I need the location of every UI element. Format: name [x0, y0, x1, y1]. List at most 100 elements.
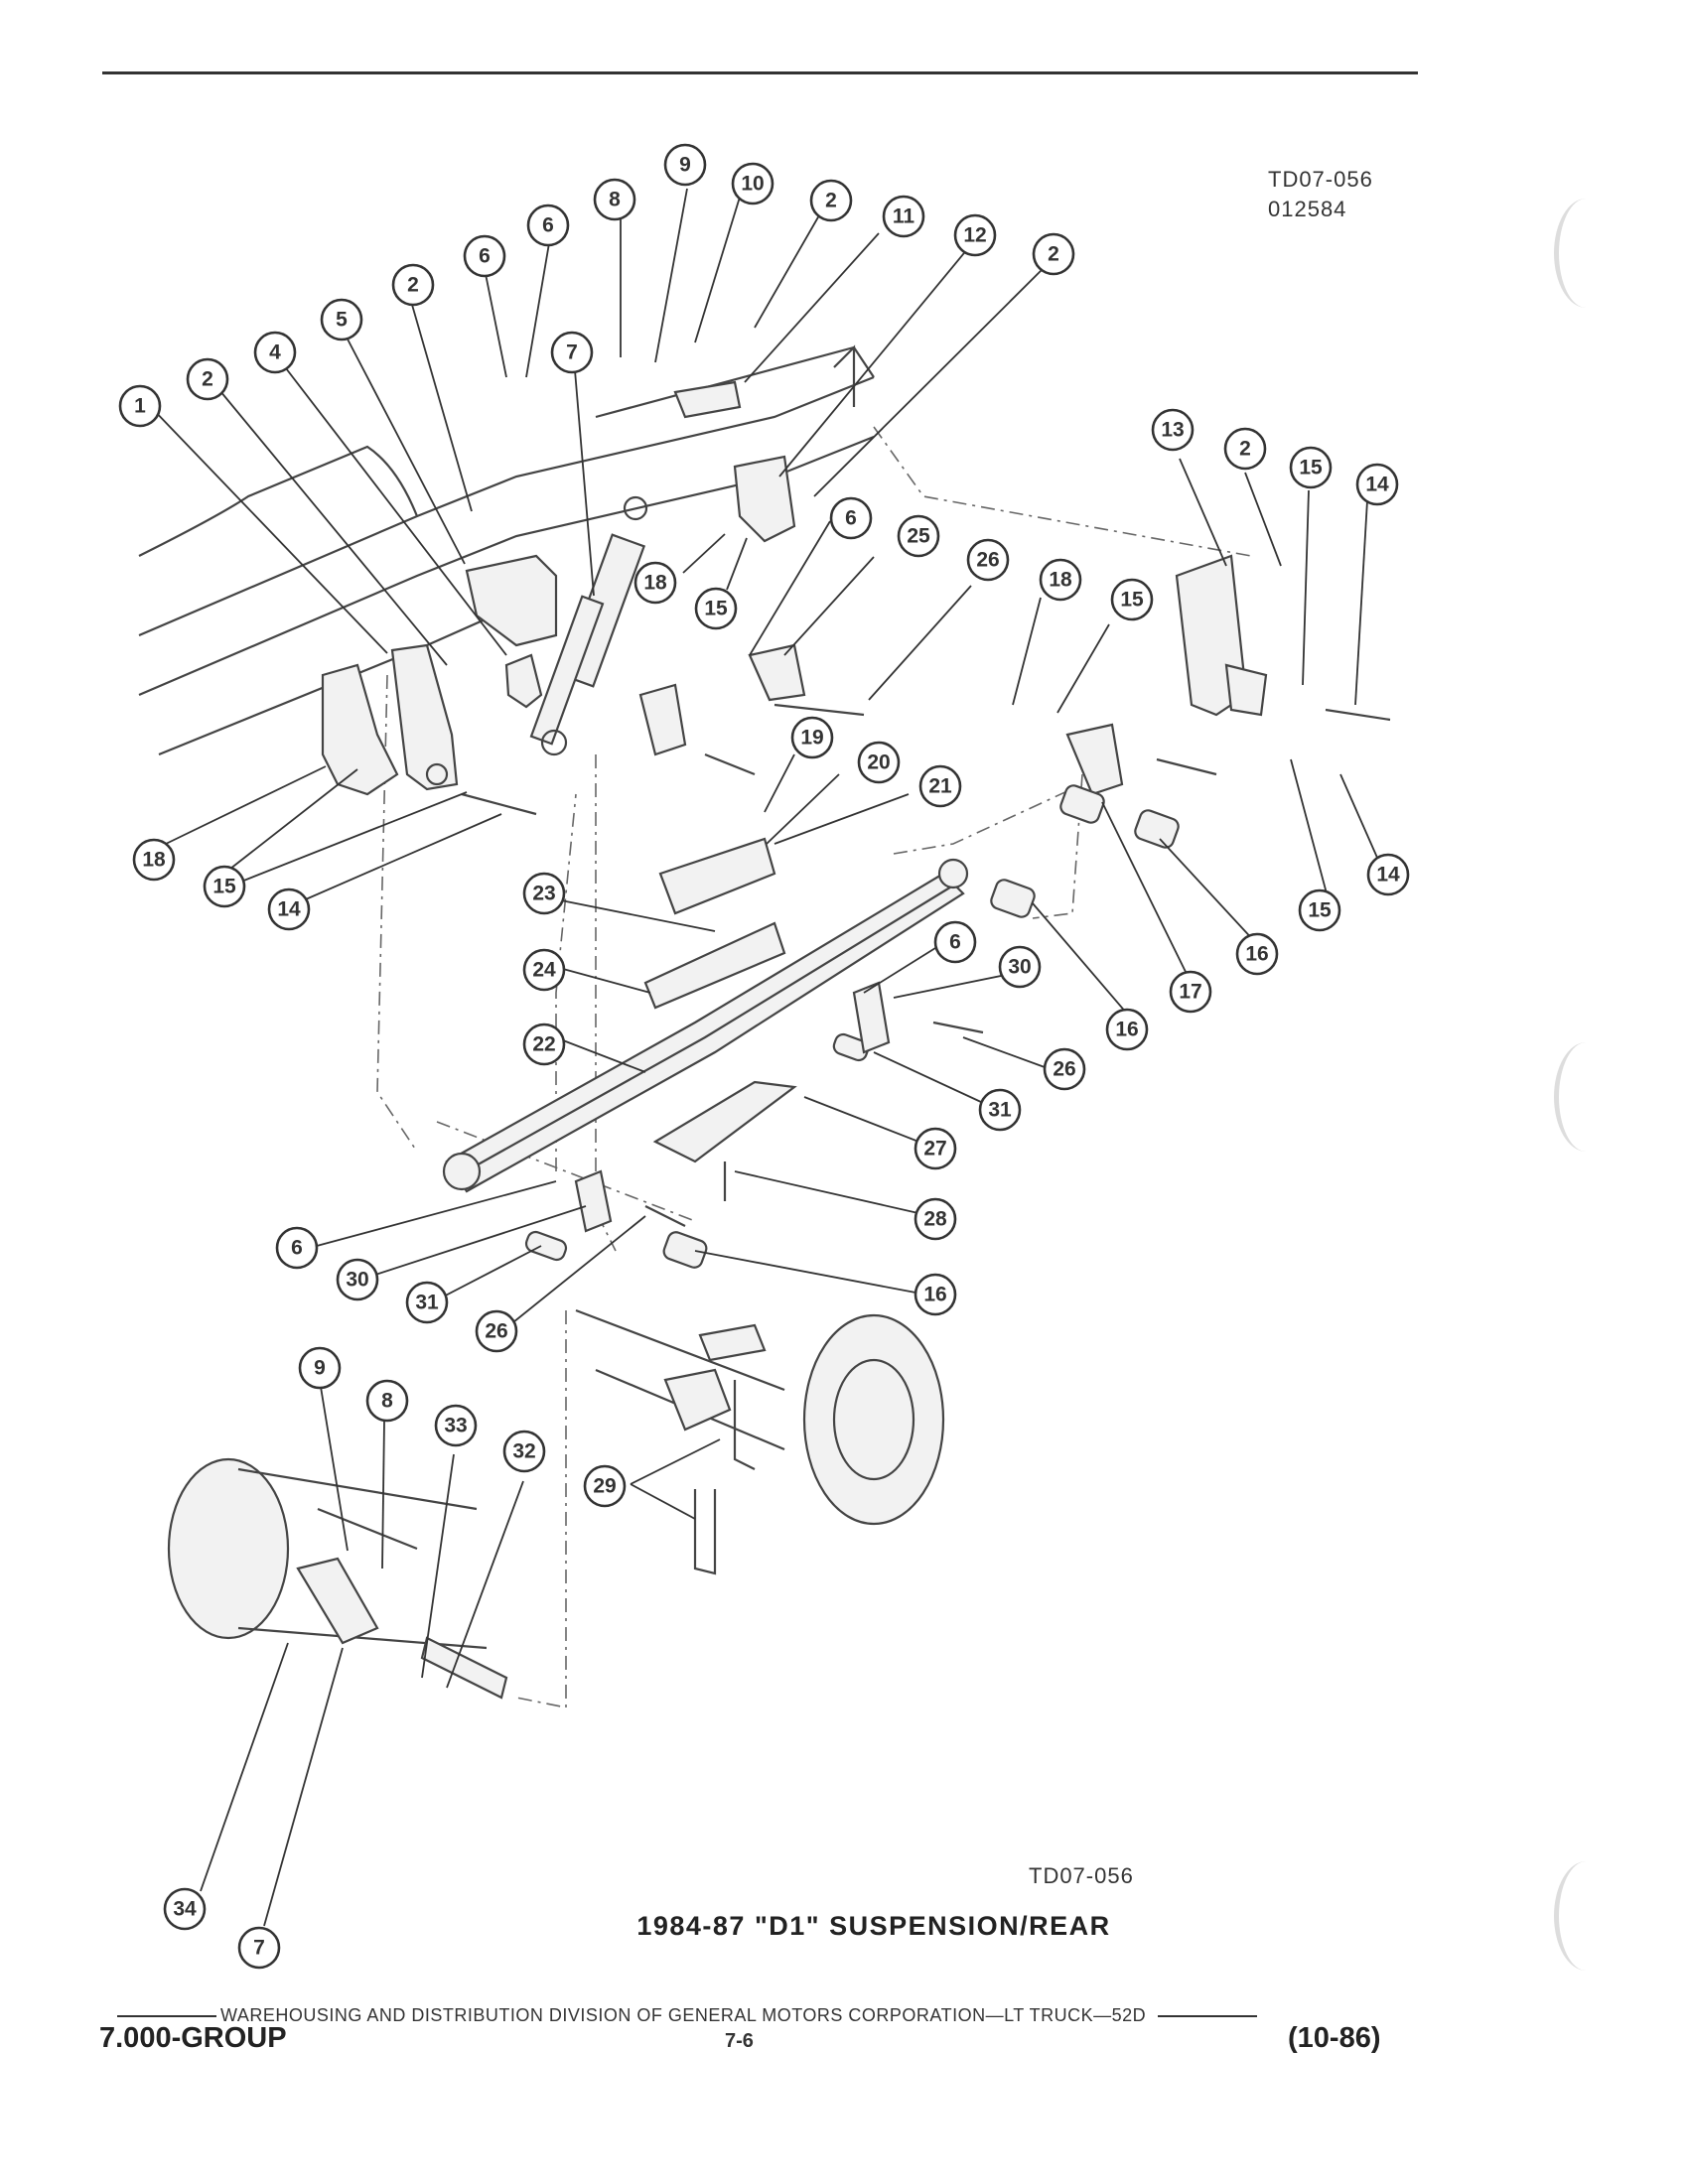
shock-absorber [529, 495, 648, 756]
callout-10: 10 [731, 162, 774, 205]
callout-16: 16 [1235, 932, 1279, 976]
binder-hole-middle [1554, 1042, 1618, 1152]
footer-dash-left [117, 2015, 216, 2018]
front-hanger [321, 643, 459, 796]
callout-22: 22 [522, 1023, 566, 1066]
svg-text:2: 2 [202, 368, 213, 391]
svg-text:5: 5 [336, 309, 348, 332]
svg-text:7: 7 [566, 341, 578, 364]
footer-revision: (10-86) [1288, 2022, 1381, 2054]
callout-33: 33 [434, 1404, 478, 1447]
callout-15: 15 [203, 865, 246, 908]
svg-text:28: 28 [923, 1208, 947, 1231]
callout-27: 27 [914, 1127, 957, 1170]
svg-text:10: 10 [741, 173, 764, 196]
callout-28: 28 [914, 1197, 957, 1241]
callout-23: 23 [522, 872, 566, 915]
callout-18: 18 [633, 561, 677, 605]
figure-reference: TD07-056 012584 [1268, 165, 1373, 224]
svg-text:6: 6 [291, 1237, 303, 1260]
svg-text:27: 27 [923, 1138, 946, 1160]
callout-7: 7 [237, 1926, 281, 1970]
binder-hole-top [1554, 199, 1618, 308]
top-rule [102, 71, 1418, 74]
svg-text:19: 19 [800, 727, 823, 750]
svg-text:2: 2 [1239, 438, 1251, 461]
footer-page-number: 7-6 [725, 2030, 754, 2052]
callout-4: 5 [320, 298, 363, 341]
callout-29: 29 [583, 1464, 627, 1508]
callout-7: 7 [550, 331, 594, 374]
svg-text:14: 14 [1365, 474, 1389, 496]
svg-text:6: 6 [542, 214, 554, 237]
leaf-spring [442, 837, 969, 1193]
callout-26: 26 [475, 1309, 518, 1353]
bushings [524, 784, 1180, 1269]
figure-reference-bottom: TD07-056 [1029, 1863, 1134, 1888]
svg-text:25: 25 [907, 525, 930, 548]
svg-text:1: 1 [134, 395, 146, 418]
callout-19: 19 [790, 716, 834, 759]
bolts [461, 703, 1391, 1201]
callout-2: 2 [391, 263, 435, 307]
svg-text:18: 18 [1049, 569, 1072, 592]
callout-16: 16 [914, 1273, 957, 1316]
svg-text:9: 9 [314, 1357, 326, 1380]
callout-6: 6 [275, 1226, 319, 1270]
callout-2: 2 [1223, 427, 1267, 471]
svg-text:14: 14 [277, 898, 301, 921]
callout-9: 9 [663, 143, 707, 187]
svg-text:2: 2 [1048, 243, 1059, 266]
svg-text:9: 9 [679, 154, 691, 177]
svg-text:29: 29 [593, 1475, 616, 1498]
callout-14: 14 [1366, 853, 1410, 896]
callout-1: 1 [118, 384, 162, 428]
svg-text:16: 16 [1115, 1019, 1138, 1041]
callout-6: 6 [829, 496, 873, 540]
svg-text:8: 8 [381, 1390, 393, 1413]
callout-9: 9 [298, 1346, 342, 1390]
svg-text:26: 26 [976, 549, 999, 572]
callout-31: 31 [405, 1281, 449, 1324]
binder-hole-bottom [1554, 1861, 1618, 1971]
svg-text:20: 20 [867, 751, 890, 774]
callout-32: 32 [502, 1430, 546, 1473]
callout-12: 12 [953, 213, 997, 257]
callout-24: 24 [522, 948, 566, 992]
shackles [574, 981, 984, 1233]
callout-2: 2 [809, 179, 853, 222]
svg-text:2: 2 [407, 274, 419, 297]
callout-30: 30 [336, 1258, 379, 1301]
svg-text:16: 16 [1245, 943, 1268, 966]
footer-dash-right [1158, 2015, 1258, 2018]
callout-25: 25 [897, 514, 940, 558]
callout-13: 13 [1151, 408, 1195, 452]
svg-text:14: 14 [1376, 864, 1400, 887]
svg-text:15: 15 [1120, 589, 1144, 612]
lower-shock-assembly [167, 1457, 508, 1700]
footer-publisher: WAREHOUSING AND DISTRIBUTION DIVISION OF… [220, 2005, 1147, 2025]
callout-17: 17 [1169, 970, 1212, 1014]
axle-assembly [575, 1308, 945, 1575]
svg-text:16: 16 [923, 1284, 946, 1306]
reference-date: 012584 [1268, 197, 1347, 221]
svg-text:15: 15 [704, 598, 728, 620]
upper-brackets [465, 380, 1268, 796]
svg-text:30: 30 [346, 1269, 368, 1292]
svg-text:22: 22 [532, 1033, 555, 1056]
callout-3: 4 [253, 331, 297, 374]
callout-5: 6 [526, 204, 570, 247]
svg-text:30: 30 [1008, 956, 1031, 979]
callout-6: 6 [933, 920, 977, 964]
callout-2: 2 [1032, 232, 1075, 276]
svg-text:15: 15 [1308, 899, 1332, 922]
callout-15: 15 [1298, 888, 1341, 932]
callout-11: 11 [882, 195, 925, 238]
callout-16: 16 [1105, 1008, 1149, 1051]
footer-publisher-line: WAREHOUSING AND DISTRIBUTION DIVISION OF… [117, 2005, 1258, 2026]
svg-text:18: 18 [142, 849, 166, 872]
leader-lines [148, 188, 1386, 1927]
svg-text:18: 18 [643, 572, 667, 595]
callout-30: 30 [998, 945, 1042, 989]
